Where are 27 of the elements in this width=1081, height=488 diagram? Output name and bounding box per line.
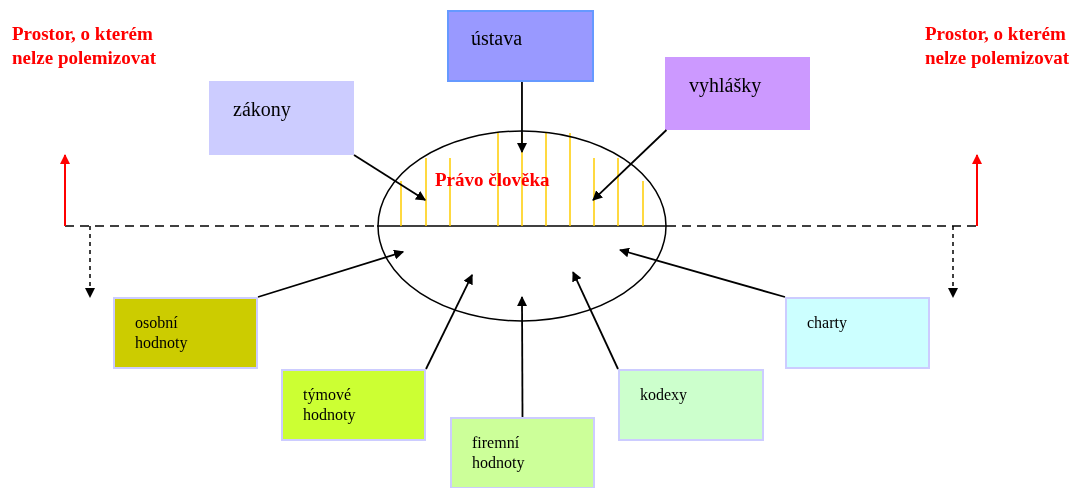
text-box <box>618 369 764 441</box>
box-label: charty <box>807 313 848 333</box>
arrow <box>619 247 786 298</box>
text-box <box>113 297 258 369</box>
arrow <box>353 154 427 201</box>
box-label: týmové hodnoty <box>303 385 357 425</box>
text-box <box>209 81 354 155</box>
box-label: firemní hodnoty <box>472 433 526 473</box>
box-label: ústava <box>471 26 524 50</box>
arrow <box>517 81 527 154</box>
box-label: kodexy <box>640 385 689 405</box>
text-box <box>447 10 594 82</box>
box-label: vyhlášky <box>689 73 763 97</box>
text-box <box>450 417 595 488</box>
arrow <box>517 296 528 418</box>
note-text: Prostor, o kterém nelze polemizovat <box>925 22 1071 70</box>
arrow <box>425 274 473 370</box>
text-box <box>281 369 426 441</box>
box-label: osobní hodnoty <box>135 313 189 353</box>
note-text: Prostor, o kterém nelze polemizovat <box>12 22 158 70</box>
arrow <box>257 249 405 298</box>
arrow <box>572 271 619 370</box>
text-box <box>785 297 930 369</box>
ellipse-node <box>377 130 667 322</box>
box-label: zákony <box>233 97 292 121</box>
arrow <box>592 129 668 201</box>
text-box <box>665 57 810 130</box>
